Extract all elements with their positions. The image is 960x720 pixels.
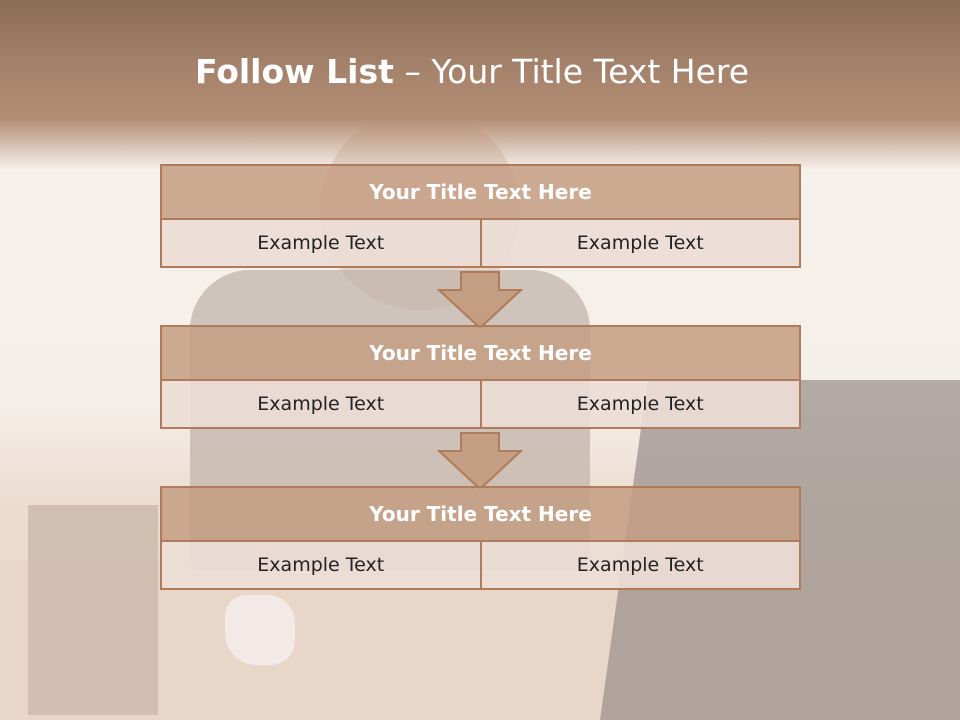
block-cell-right: Example Text xyxy=(479,540,801,590)
list-block-3: Your Title Text Here Example Text Exampl… xyxy=(160,486,801,590)
down-arrow-icon xyxy=(437,271,523,330)
block-row: Example Text Example Text xyxy=(160,540,801,590)
block-cell-left: Example Text xyxy=(160,379,482,429)
block-title: Your Title Text Here xyxy=(160,486,801,542)
background-tissue xyxy=(225,595,295,665)
block-title: Your Title Text Here xyxy=(160,325,801,381)
list-block-1: Your Title Text Here Example Text Exampl… xyxy=(160,164,801,268)
block-row: Example Text Example Text xyxy=(160,379,801,429)
block-cell-left: Example Text xyxy=(160,218,482,268)
block-cell-right: Example Text xyxy=(479,379,801,429)
slide-title: Follow List – Your Title Text Here xyxy=(0,52,944,91)
block-title: Your Title Text Here xyxy=(160,164,801,220)
background-tissue-box xyxy=(28,505,158,715)
down-arrow-icon xyxy=(437,432,523,491)
block-row: Example Text Example Text xyxy=(160,218,801,268)
slide-title-rest: – Your Title Text Here xyxy=(393,52,750,91)
header-band xyxy=(0,0,960,170)
list-block-2: Your Title Text Here Example Text Exampl… xyxy=(160,325,801,429)
block-cell-left: Example Text xyxy=(160,540,482,590)
slide-title-bold: Follow List xyxy=(194,52,394,91)
block-cell-right: Example Text xyxy=(479,218,801,268)
